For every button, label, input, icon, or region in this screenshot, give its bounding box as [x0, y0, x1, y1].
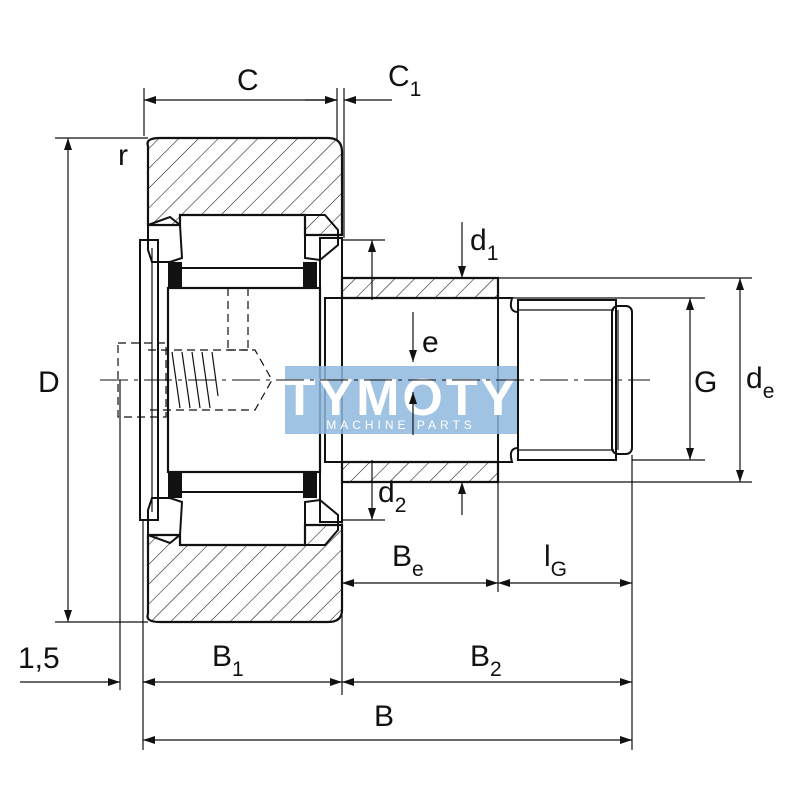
- label-d2: d2: [378, 476, 406, 517]
- label-B2: B2: [470, 640, 502, 681]
- watermark-logo: TYMOTY MACHINE PARTS: [284, 366, 519, 434]
- label-de: de: [746, 362, 774, 403]
- label-Be: Be: [392, 540, 424, 581]
- seals: [147, 214, 339, 546]
- label-r: r: [118, 139, 128, 172]
- dimension-lines: [20, 96, 744, 744]
- label-B: B: [374, 700, 394, 733]
- label-lG: lG: [544, 540, 567, 581]
- label-D: D: [38, 366, 60, 399]
- label-G: G: [694, 366, 717, 399]
- label-d1: d1: [470, 224, 498, 265]
- label-offset: 1,5: [18, 642, 60, 675]
- needle-rollers: [168, 262, 317, 498]
- watermark-background: [285, 366, 517, 434]
- label-e: e: [422, 326, 439, 359]
- label-C: C: [237, 64, 259, 97]
- label-B1: B1: [212, 640, 244, 681]
- svg-text:MACHINE PARTS: MACHINE PARTS: [326, 418, 476, 432]
- extension-lines: [55, 88, 752, 750]
- label-C1: C1: [388, 60, 421, 101]
- svg-text:TYMOTY: TYMOTY: [284, 369, 519, 427]
- outer-ring: [146, 136, 344, 624]
- dimension-labels: C C1 r D d1 e d2 G de Be lG 1,5 B1 B2 B: [18, 60, 774, 733]
